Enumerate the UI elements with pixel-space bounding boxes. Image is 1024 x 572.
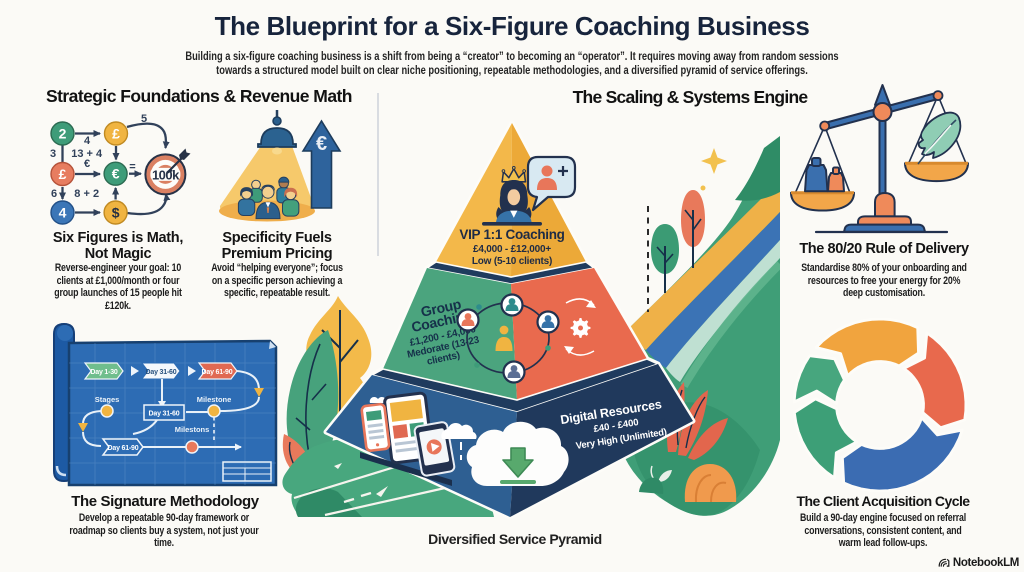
svg-text:4: 4 [84, 135, 91, 147]
svg-text:Day 1-30: Day 1-30 [90, 369, 118, 376]
svg-text:Milestone: Milestone [197, 395, 232, 404]
svg-text:Day 31-60: Day 31-60 [146, 369, 177, 376]
svg-text:Day 61-90: Day 61-90 [108, 445, 139, 452]
svg-text:13 + 4: 13 + 4 [71, 148, 103, 160]
svg-text:=: = [129, 161, 135, 173]
svg-text:£: £ [59, 166, 67, 182]
svg-text:VIP 1:1 Coaching: VIP 1:1 Coaching [459, 227, 564, 242]
svg-text:Low (5-10 clients): Low (5-10 clients) [472, 256, 552, 267]
svg-text:3: 3 [50, 148, 56, 160]
svg-text:£: £ [112, 126, 120, 142]
svg-text:$: $ [112, 205, 120, 221]
svg-text:€: € [112, 166, 120, 182]
svg-text:Day 61-90: Day 61-90 [202, 369, 233, 376]
svg-text:£4,000 - £12,000+: £4,000 - £12,000+ [473, 244, 551, 255]
svg-text:Day 31-60: Day 31-60 [149, 411, 180, 418]
svg-text:€: € [316, 133, 327, 155]
svg-text:5: 5 [141, 113, 147, 125]
svg-text:Milestons: Milestons [175, 425, 210, 434]
svg-text:8 + 2: 8 + 2 [74, 188, 99, 200]
svg-text:100k: 100k [152, 167, 180, 182]
svg-text:Stages: Stages [95, 395, 120, 404]
svg-text:4: 4 [59, 205, 67, 221]
svg-text:2: 2 [59, 126, 67, 142]
svg-text:6: 6 [51, 188, 57, 200]
svg-text:€: € [84, 158, 90, 170]
